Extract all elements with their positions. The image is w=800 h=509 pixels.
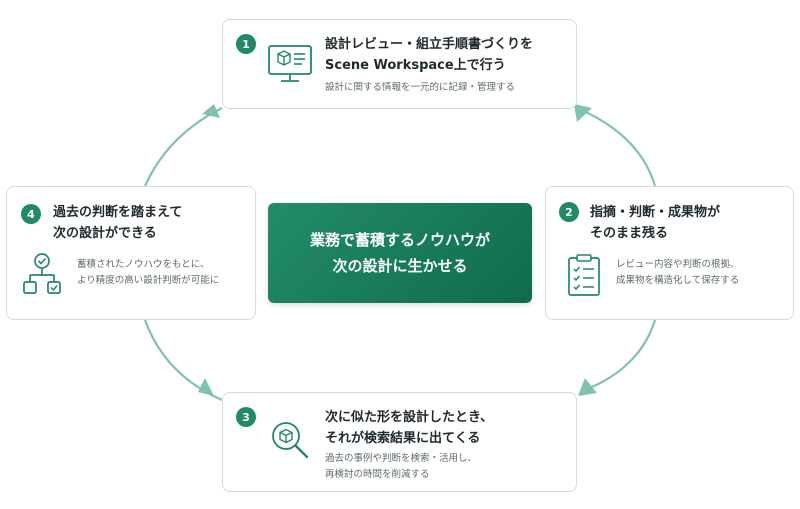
center-message: 業務で蓄積するノウハウが 次の設計に生かせる — [268, 203, 532, 303]
step-title-1: 設計レビュー・組立手順書づくりを Scene Workspace上で行う — [325, 37, 534, 73]
step-card-3: 3 次に似た形を設計したとき、 それが検索結果に出てくる 過去の事例や判断を検索… — [222, 392, 577, 492]
arrow-head-2 — [578, 378, 597, 396]
step-card-1: 1 設計レビュー・組立手順書づくりを Scene Workspace上で行う 設… — [222, 19, 577, 109]
arrow-3-to-4 — [143, 319, 223, 402]
step-card-2: 2 指摘・判断・成果物が そのまま残る レビュー内容や判断の根拠、 成果物を構造… — [545, 186, 794, 320]
step-card-4: 4 過去の判断を踏まえて 次の設計ができる 蓄積されたノウハウをもとに、 より精… — [6, 186, 256, 320]
step-number-3: 3 — [236, 407, 256, 427]
step-desc-1: 設計に関する情報を一元的に記録・管理する — [325, 82, 516, 93]
step-desc-4: 蓄積されたノウハウをもとに、 より精度の高い設計判断が可能に — [77, 259, 220, 286]
step-desc-3: 過去の事例や判断を検索・活用し、 再検討の時間を削減する — [325, 453, 478, 480]
arrow-head-4 — [202, 104, 220, 118]
arrow-2-to-3 — [584, 319, 657, 392]
step-title-4: 過去の判断を踏まえて 次の設計ができる — [53, 205, 183, 241]
center-line-2: 次の設計に生かせる — [332, 257, 468, 275]
clipboard-checklist-icon — [568, 254, 600, 296]
step-number-1: 1 — [236, 34, 256, 54]
arrow-4-to-1 — [143, 107, 223, 187]
flow-decision-icon — [23, 253, 61, 294]
arrow-head-3 — [198, 378, 214, 396]
center-line-1: 業務で蓄積するノウハウが — [309, 231, 490, 249]
step-desc-2: レビュー内容や判断の根拠、 成果物を構造化して保存する — [616, 259, 740, 286]
step-title-3: 次に似た形を設計したとき、 それが検索結果に出てくる — [325, 410, 494, 446]
step-title-2: 指摘・判断・成果物が そのまま残る — [590, 205, 721, 241]
arrow-head-1 — [574, 104, 592, 122]
step-number-4: 4 — [21, 204, 41, 224]
search-3d-icon — [272, 422, 309, 459]
arrow-1-to-2 — [576, 106, 657, 187]
monitor-3d-document-icon — [268, 45, 312, 82]
step-number-2: 2 — [559, 202, 579, 222]
